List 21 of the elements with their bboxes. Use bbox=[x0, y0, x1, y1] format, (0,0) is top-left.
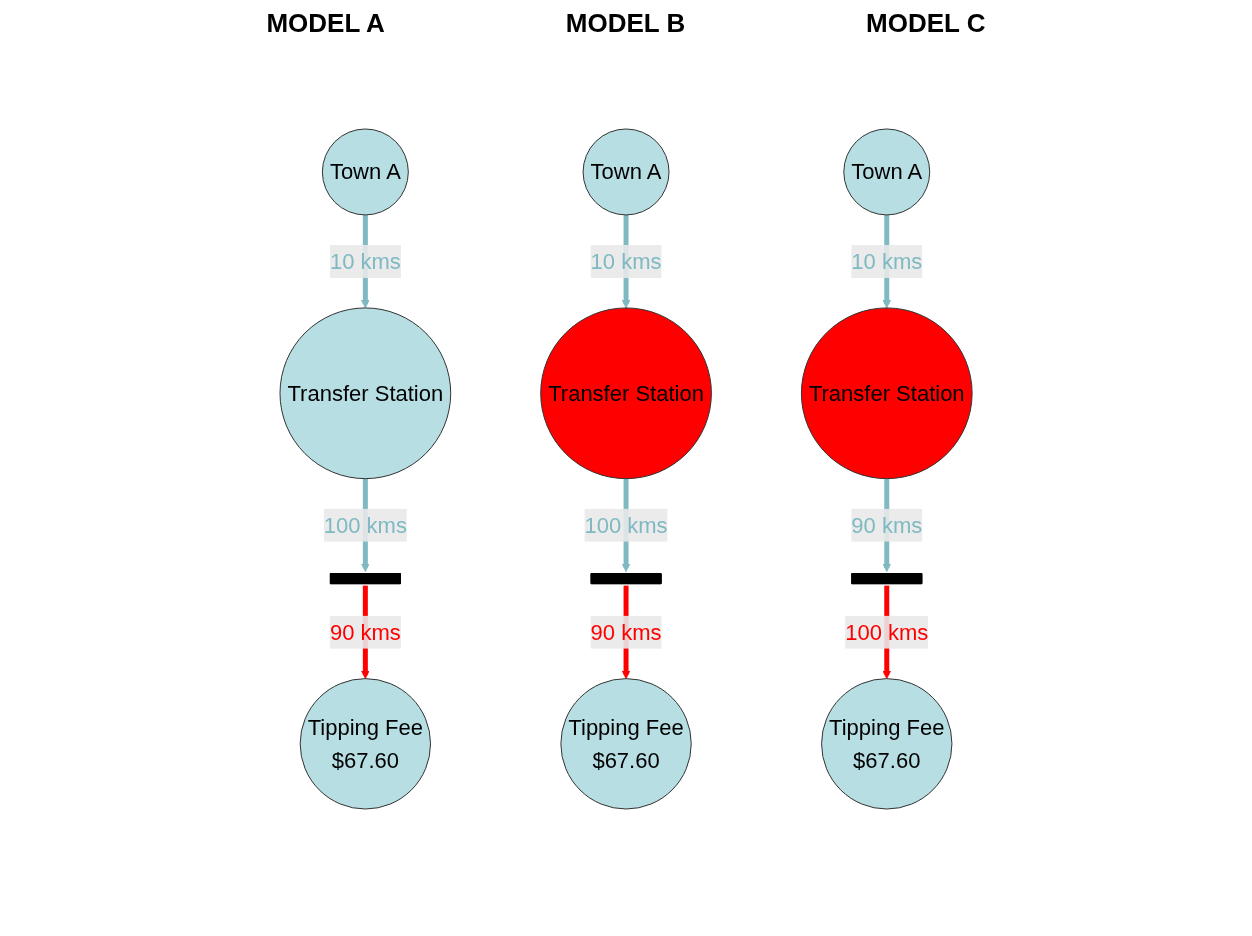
edge-label: 90 kms bbox=[590, 619, 662, 645]
edge-label: 90 kms bbox=[329, 619, 401, 645]
node-circle: Transfer Station bbox=[540, 307, 712, 480]
node-circle: Tipping Fee $67.60 bbox=[299, 678, 431, 810]
edge-label: 100 kms bbox=[584, 512, 668, 538]
edge-label: 90 kms bbox=[851, 512, 923, 538]
model-heading: MODEL C bbox=[866, 8, 986, 39]
edge-label: 100 kms bbox=[323, 512, 407, 538]
edge-label: 10 kms bbox=[851, 248, 923, 274]
node-circle: Tipping Fee $67.60 bbox=[821, 678, 953, 810]
node-circle: Transfer Station bbox=[800, 307, 973, 480]
edge-label: 10 kms bbox=[590, 248, 662, 274]
edge-label: 100 kms bbox=[845, 619, 929, 645]
model-heading: MODEL B bbox=[565, 8, 686, 39]
node-circle: Tipping Fee $67.60 bbox=[560, 678, 692, 810]
model-heading: MODEL A bbox=[266, 8, 385, 39]
node-circle: Town A bbox=[843, 128, 931, 216]
node-circle: Town A bbox=[321, 128, 409, 216]
edge-label: 10 kms bbox=[329, 248, 401, 274]
node-circle: Town A bbox=[582, 128, 670, 216]
node-circle: Transfer Station bbox=[279, 307, 452, 480]
